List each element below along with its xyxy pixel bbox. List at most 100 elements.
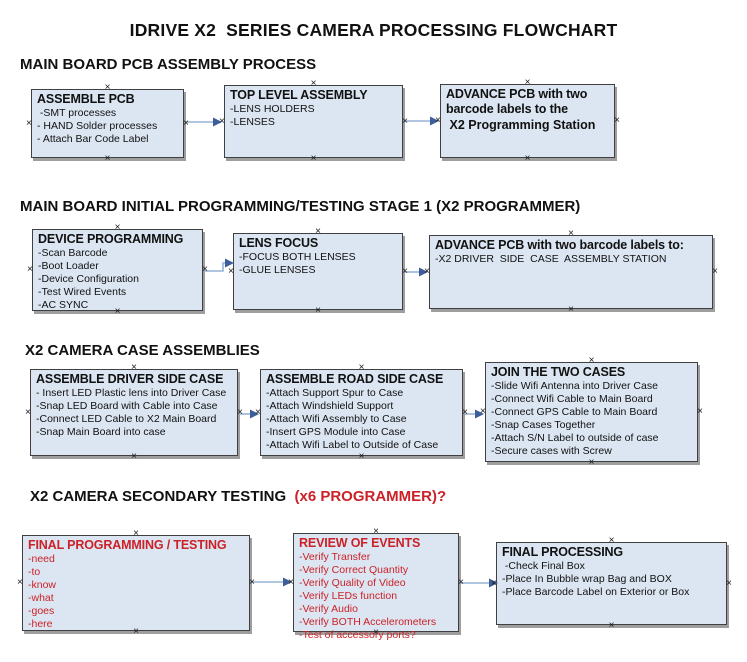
box-item: -Scan Barcode — [38, 247, 108, 259]
connector-arrow[interactable] — [465, 408, 484, 420]
box-item: -GLUE LENSES — [239, 264, 316, 277]
box-item: -know — [28, 579, 57, 592]
box-title: ADVANCE PCB with two barcode labels to t… — [446, 87, 591, 116]
section-header-pcb-assembly: MAIN BOARD PCB ASSEMBLY PROCESS — [20, 56, 316, 73]
box-item: - Insert LED Plastic lens into Driver Ca… — [36, 387, 227, 399]
box-item: -LENSES — [230, 116, 275, 129]
box-assemble-road-side-case[interactable]: ASSEMBLE ROAD SIDE CASE -Attach Support … — [255, 363, 468, 462]
box-title: JOIN THE TWO CASES — [491, 365, 626, 379]
connection-handle-icon: × — [228, 265, 234, 277]
section-header-red-text: (x6 PROGRAMMER)? — [290, 488, 447, 505]
connector-arrow[interactable] — [252, 576, 292, 588]
connection-handle-icon: × — [315, 226, 321, 237]
connection-handle-icon: × — [608, 535, 615, 546]
box-item: -Attach S/N Label to outside of case — [491, 432, 659, 445]
connection-handle-icon: × — [424, 266, 430, 277]
connection-handle-icon: × — [462, 406, 468, 418]
connection-handle-icon: × — [402, 265, 408, 277]
box-item: -Verify LEDs function — [299, 590, 398, 603]
box-review-of-events[interactable]: REVIEW OF EVENTS -Verify Transfer -Verif… — [288, 527, 464, 642]
box-item: -Test Wired Events — [38, 286, 127, 299]
box-title: REVIEW OF EVENTS — [299, 536, 421, 550]
box-title: FINAL PROGRAMMING / TESTING — [28, 538, 227, 552]
connection-handle-icon: × — [26, 117, 32, 129]
connection-handle-icon: × — [114, 222, 121, 233]
connection-handle-icon: × — [25, 406, 31, 418]
box-assemble-driver-side-case[interactable]: ASSEMBLE DRIVER SIDE CASE - Insert LED P… — [25, 363, 243, 462]
box-item: -Check Final Box — [502, 560, 585, 572]
box-top-level-assembly[interactable]: TOP LEVEL ASSEMBLY -LENS HOLDERS -LENSES… — [219, 79, 408, 164]
connection-handle-icon: × — [131, 451, 137, 462]
connection-handle-icon: × — [17, 577, 23, 588]
box-item: -here — [28, 618, 53, 631]
connector-arrow[interactable] — [461, 577, 498, 589]
connection-handle-icon: × — [133, 528, 139, 539]
connection-handle-icon: × — [358, 451, 365, 462]
box-item: -Place In Bubble wrap Bag and BOX — [502, 573, 672, 586]
connection-handle-icon: × — [27, 264, 33, 275]
section-header-case-assemblies: X2 CAMERA CASE ASSEMBLIES — [25, 342, 260, 359]
connection-handle-icon: × — [237, 406, 243, 418]
box-item: -Boot Loader — [38, 260, 99, 273]
box-advance-pcb-programming-station[interactable]: ADVANCE PCB with two barcode labels to t… — [435, 78, 620, 164]
connector-arrow[interactable] — [405, 266, 428, 278]
box-device-programming[interactable]: DEVICE PROGRAMMING -Scan Barcode -Boot L… — [27, 223, 208, 317]
box-item: -what — [28, 592, 54, 605]
box-item: -to — [28, 566, 41, 579]
box-assemble-pcb[interactable]: ASSEMBLE PCB -SMT processes - HAND Solde… — [26, 83, 189, 164]
connector-arrow[interactable] — [240, 408, 259, 420]
box-title: DEVICE PROGRAMMING — [38, 232, 184, 246]
box-item: -Connect Wifi Cable to Main Board — [491, 393, 653, 406]
connection-handle-icon: × — [104, 82, 111, 93]
box-title: ASSEMBLE DRIVER SIDE CASE — [36, 372, 224, 386]
connection-handle-icon: × — [131, 362, 137, 373]
box-item: -LENS HOLDERS — [230, 103, 315, 115]
box-item: -Attach Wifi Assembly to Case — [266, 413, 407, 426]
connector-arrow[interactable] — [186, 116, 222, 128]
section-header-secondary-testing: X2 CAMERA SECONDARY TESTING (x6 PROGRAMM… — [30, 488, 446, 505]
connection-handle-icon: × — [358, 362, 365, 373]
box-title: ADVANCE PCB with two barcode labels to: — [435, 238, 684, 252]
connection-handle-icon: × — [458, 576, 464, 588]
connection-handle-icon: × — [568, 304, 574, 315]
page-title: IDRIVE X2 SERIES CAMERA PROCESSING FLOWC… — [129, 20, 618, 40]
connector-arrow[interactable] — [405, 115, 439, 127]
box-lens-focus[interactable]: LENS FOCUS -FOCUS BOTH LENSES -GLUE LENS… — [228, 227, 408, 316]
box-item: -Connect LED Cable to X2 Main Board — [36, 413, 217, 426]
box-item: - Attach Bar Code Label — [37, 133, 149, 146]
box-item: -Test of accessory ports? — [299, 629, 416, 642]
section-header-text: MAIN BOARD PCB ASSEMBLY PROCESS — [20, 56, 317, 73]
box-advance-pcb-driver-side[interactable]: ADVANCE PCB with two barcode labels to: … — [424, 229, 718, 315]
section-header-initial-programming: MAIN BOARD INITIAL PROGRAMMING/TESTING S… — [20, 198, 580, 215]
connection-handle-icon: × — [104, 153, 111, 164]
box-item: - HAND Solder processes — [37, 120, 158, 133]
connection-handle-icon: × — [133, 626, 139, 637]
section-header-text: X2 CAMERA CASE ASSEMBLIES — [25, 342, 260, 359]
box-final-programming-testing[interactable]: FINAL PROGRAMMING / TESTING -need -to -k… — [17, 529, 255, 637]
box-item: -AC SYNC — [38, 299, 89, 312]
connection-handle-icon: × — [310, 153, 317, 164]
box-item: -Attach Wifi Label to Outside of Case — [266, 439, 439, 452]
box-item: -goes — [28, 605, 55, 618]
box-join-the-two-cases[interactable]: JOIN THE TWO CASES -Slide Wifi Antenna i… — [480, 356, 703, 468]
box-item: -X2 DRIVER SIDE CASE ASSEMBLY STATION — [435, 253, 667, 265]
box-item: X2 Programming Station — [446, 118, 596, 132]
box-title: TOP LEVEL ASSEMBLY — [230, 88, 368, 102]
box-final-processing[interactable]: FINAL PROCESSING -Check Final Box -Place… — [491, 536, 732, 631]
connection-handle-icon: × — [373, 627, 379, 638]
connection-handle-icon: × — [524, 77, 531, 88]
connection-handle-icon: × — [249, 577, 255, 588]
connection-handle-icon: × — [614, 115, 620, 126]
box-title: LENS FOCUS — [239, 236, 319, 250]
box-item: -Snap LED Board with Cable into Case — [36, 400, 218, 413]
connection-handle-icon: × — [219, 115, 225, 127]
connection-handle-icon: × — [608, 620, 615, 631]
connector-elbow-arrow[interactable] — [205, 254, 235, 274]
box-item: -Place Barcode Label on Exterior or Box — [502, 586, 690, 599]
connection-handle-icon: × — [202, 264, 208, 275]
connection-handle-icon: × — [255, 406, 261, 418]
connection-handle-icon: × — [435, 115, 441, 126]
connection-handle-icon: × — [568, 228, 574, 239]
connection-handle-icon: × — [726, 577, 732, 589]
